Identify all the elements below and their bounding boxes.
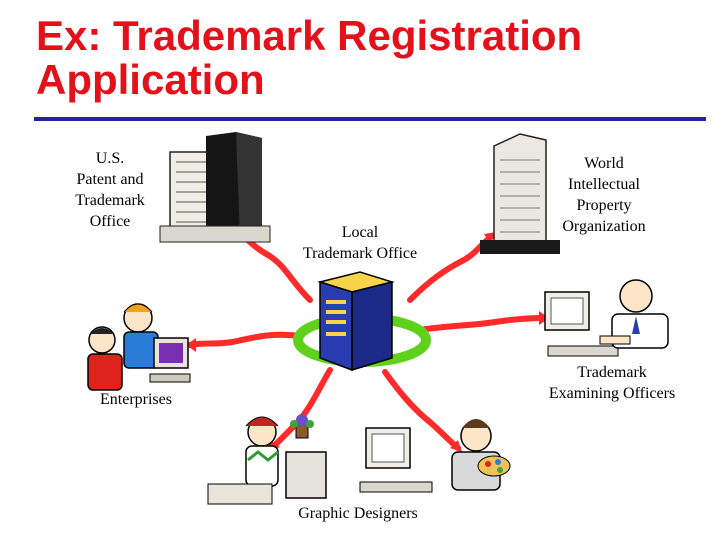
office-buildings-icon — [159, 132, 271, 243]
label-uspto-line4: Office — [89, 213, 131, 230]
label-wipo-line1: World — [584, 155, 624, 172]
label-wipo-line2: Intellectual — [568, 176, 640, 193]
office-worker-icon — [544, 279, 669, 357]
label-uspto-line1: U.S. — [95, 150, 125, 167]
label-wipo: World Intellectual Property Organization — [548, 153, 660, 237]
label-graphic-designers: Graphic Designers — [298, 505, 418, 522]
slide-title-line2: Application — [36, 56, 265, 103]
arrowhead-wipo — [484, 232, 496, 244]
arrowhead-designers-right — [450, 440, 462, 452]
slide-title-line1: Ex: Trademark Registration — [36, 12, 583, 59]
label-local-office-line2: Trademark Office — [302, 245, 418, 262]
arrowhead-examining — [539, 311, 549, 325]
label-examining-line2: Examining Officers — [548, 385, 676, 402]
title-underline — [34, 117, 706, 121]
artist-icon — [207, 414, 327, 505]
label-enterprises: Enterprises — [100, 391, 172, 408]
computer-users-icon — [87, 303, 191, 391]
label-local-office-line1: Local — [341, 224, 379, 241]
skyscraper-icon — [480, 133, 560, 254]
label-local-office: Local Trademark Office — [278, 222, 442, 264]
label-wipo-line4: Organization — [562, 218, 646, 235]
slide-title: Ex: Trademark Registration Application — [36, 14, 582, 102]
label-uspto: U.S. Patent and Trademark Office — [56, 148, 164, 232]
label-wipo-line3: Property — [576, 197, 632, 214]
server-tower-icon — [293, 271, 431, 372]
connector-examining — [417, 315, 548, 333]
label-examining-officers: Trademark Examining Officers — [526, 362, 698, 404]
label-examining-line1: Trademark — [577, 364, 647, 381]
arrowhead-enterprises — [186, 338, 196, 352]
label-uspto-line3: Trademark — [75, 192, 145, 209]
label-uspto-line2: Patent and — [76, 171, 144, 188]
connector-lines — [187, 225, 548, 451]
connector-enterprises — [187, 331, 303, 348]
painter-icon — [359, 419, 511, 493]
connector-designers-right — [382, 369, 461, 451]
